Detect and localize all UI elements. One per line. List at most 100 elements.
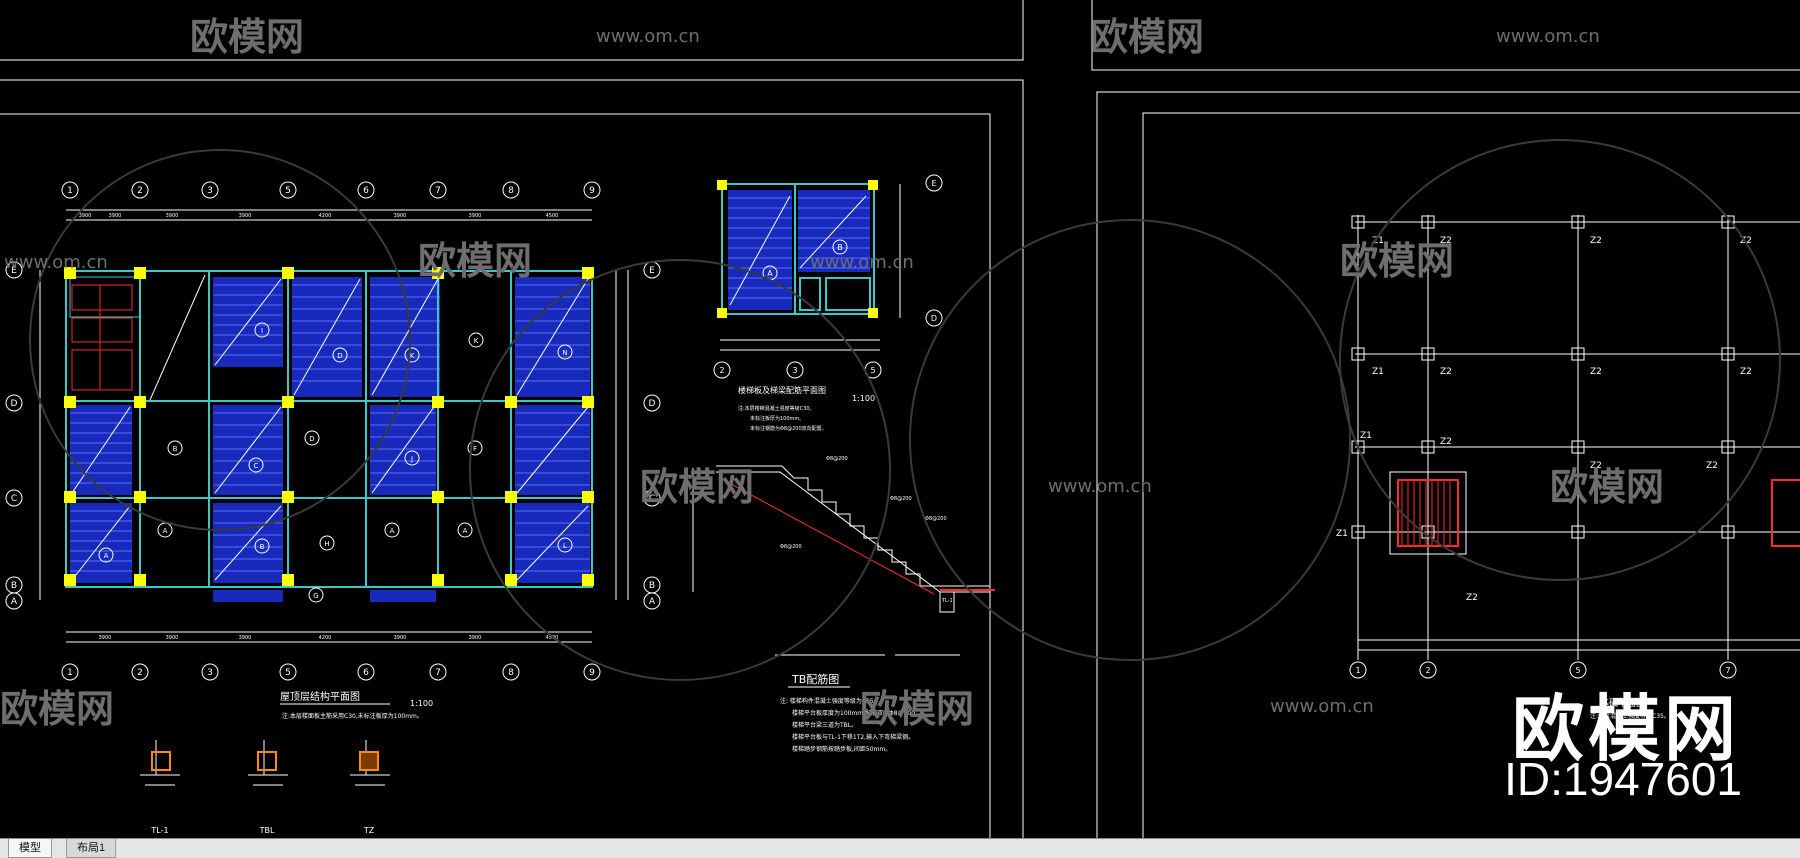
slab-mark: B	[173, 445, 178, 453]
tab-layout1[interactable]: 布局1	[66, 839, 117, 858]
watermark-site: www.om.cn	[1270, 696, 1374, 717]
slab-mark: K	[474, 337, 479, 345]
foundation-plan[interactable]: 1 2 5 7 Z1 Z2 Z2 Z2 Z1 Z2 Z2 Z2 Z1 Z2 Z2…	[1336, 215, 1800, 720]
cad-model-canvas[interactable]: 1 2 3 5 6 7 8 9 1 2 3 5 6 7 8 9 E D C B …	[0, 0, 1800, 838]
watermark-id: ID:1947601	[1504, 753, 1742, 805]
axis-label: 2	[1425, 666, 1430, 675]
column-label: Z1	[1336, 529, 1348, 539]
layout-tab-bar: 模型 布局1	[0, 838, 1800, 858]
columns	[64, 267, 594, 586]
dim-label: 4500	[546, 635, 559, 641]
column-label: Z2	[1440, 437, 1452, 447]
dim-label: 3900	[469, 213, 482, 219]
column-label: Z2	[1440, 236, 1452, 246]
watermark-brand-large: 欧模网	[1511, 687, 1740, 771]
axis-label: D	[11, 399, 18, 409]
axis-label: 5	[1575, 666, 1580, 675]
axis-label: B	[11, 581, 17, 591]
axis-label: 9	[589, 186, 595, 196]
axis-label: 3	[207, 668, 213, 678]
dim-label: 3900	[79, 213, 92, 219]
axis-label: D	[649, 399, 656, 409]
column-label: Z2	[1740, 367, 1752, 377]
column-label: Z2	[1466, 593, 1478, 603]
slab-mark: A	[163, 527, 168, 535]
slab-mark: A	[104, 552, 109, 560]
section-note: 楼梯平台板与TL-1下移1T2,输入下弯梯梁钢。	[792, 733, 914, 741]
section-note: 注: 楼梯构件混凝土强度等级为C25。	[780, 697, 880, 705]
watermark-site: www.om.cn	[1496, 26, 1600, 47]
section-label: Φ8@200	[780, 544, 802, 550]
stair-plan-note: 未标注板厚为100mm。	[750, 415, 804, 422]
slab-mark: C	[254, 462, 259, 470]
dim-label: 3900	[166, 213, 179, 219]
axis-label: 6	[363, 186, 369, 196]
axis-label: 1	[67, 668, 73, 678]
foundation-note: 注:本层混凝土强度等级C35。	[1590, 712, 1670, 720]
detail-label-tbl: TBL	[259, 826, 275, 835]
slab-mark: N	[562, 349, 567, 357]
axis-label: 7	[1725, 666, 1730, 675]
axis-label: 8	[508, 668, 514, 678]
watermark-brand: 欧模网	[1090, 15, 1204, 59]
column-label: Z2	[1706, 461, 1718, 471]
grid-axis-labels: 1 2 3 5 6 7 8 9 1 2 3 5 6 7 8 9 E D C B …	[11, 186, 656, 678]
axis-label: B	[649, 581, 655, 591]
section-label: Φ8@200	[925, 516, 947, 522]
axis-label: A	[11, 597, 18, 607]
stair-plan-note: 注:本层楼梯混凝土强度等级C30。	[738, 405, 815, 412]
dim-label: 4200	[319, 635, 332, 641]
slab-mark: G	[313, 592, 318, 600]
detail-rebar-area	[71, 284, 133, 391]
dim-label: 3900	[469, 635, 482, 641]
dim-label: 3900	[166, 635, 179, 641]
axis-label: 2	[719, 366, 724, 375]
slab-mark: B	[260, 543, 265, 551]
stair-mark: A	[767, 269, 773, 278]
column-label: Z2	[1590, 461, 1602, 471]
dim-label: 3900	[109, 213, 122, 219]
dim-text-top: 3900 3900 3900 3900 4200 3900 3900 4500 …	[79, 213, 559, 641]
axis-label: D	[931, 314, 937, 323]
stair-section[interactable]: TL-1 Φ8@200 Φ8@200 Φ8@200 Φ8@200 TB配筋图 注…	[692, 456, 995, 753]
tab-model[interactable]: 模型	[8, 839, 52, 858]
sheet-borders	[0, 0, 1800, 838]
section-note: 楼梯平台板厚度为100mm,配筋双向Φ8@200。	[792, 709, 921, 717]
plan-title: 屋顶层结构平面图	[280, 690, 360, 703]
axis-label: 7	[435, 668, 441, 678]
column-label: Z2	[1590, 367, 1602, 377]
watermark-brand: 欧模网	[418, 239, 532, 283]
foundation-title: 基础平面图	[1600, 697, 1645, 709]
dim-label: 4200	[319, 213, 332, 219]
watermark-brand: 欧模网	[190, 15, 304, 59]
stair-plan-note: 未标注钢筋为Φ8@200双向配置。	[750, 425, 827, 432]
watermark-brand: 欧模网	[860, 687, 974, 731]
detail-label-tz: TZ	[363, 826, 375, 835]
watermark-layer: 欧模网 欧模网 www.om.cn www.om.cn 欧模网 欧模网 www.…	[0, 15, 1781, 731]
watermark-site: www.om.cn	[810, 252, 914, 273]
slab-mark: J	[410, 455, 413, 463]
dim-label: 4500	[546, 213, 559, 219]
section-label: TL-1	[941, 598, 953, 604]
stair-plan[interactable]: A B 2 3 5 E D 楼梯板及梯梁配筋平面图 1:100 注:本层楼梯混凝…	[713, 174, 943, 432]
axis-label: 1	[1355, 666, 1360, 675]
slab-mark: A	[463, 527, 468, 535]
axis-label: E	[11, 266, 17, 276]
dim-label: 3900	[99, 635, 112, 641]
beam-details[interactable]: TL-1 TBL TZ	[140, 740, 390, 838]
grid-axis-top	[5, 181, 661, 681]
watermark-site: www.om.cn	[1048, 476, 1152, 497]
slab-marks	[98, 322, 573, 603]
slab-mark: L	[563, 542, 567, 550]
dim-label: 3900	[239, 635, 252, 641]
roof-structure-plan[interactable]: 1 2 3 5 6 7 8 9 1 2 3 5 6 7 8 9 E D C B …	[5, 181, 661, 720]
axis-label: 5	[870, 366, 875, 375]
axis-label: A	[649, 597, 656, 607]
axis-label: 3	[792, 366, 797, 375]
detail-label-tl1: TL-1	[150, 826, 168, 835]
watermark-site: www.om.cn	[4, 252, 108, 273]
axis-label: 5	[285, 186, 291, 196]
dim-label: 3900	[239, 213, 252, 219]
column-label: Z2	[1590, 236, 1602, 246]
slab-mark: K	[410, 352, 415, 360]
